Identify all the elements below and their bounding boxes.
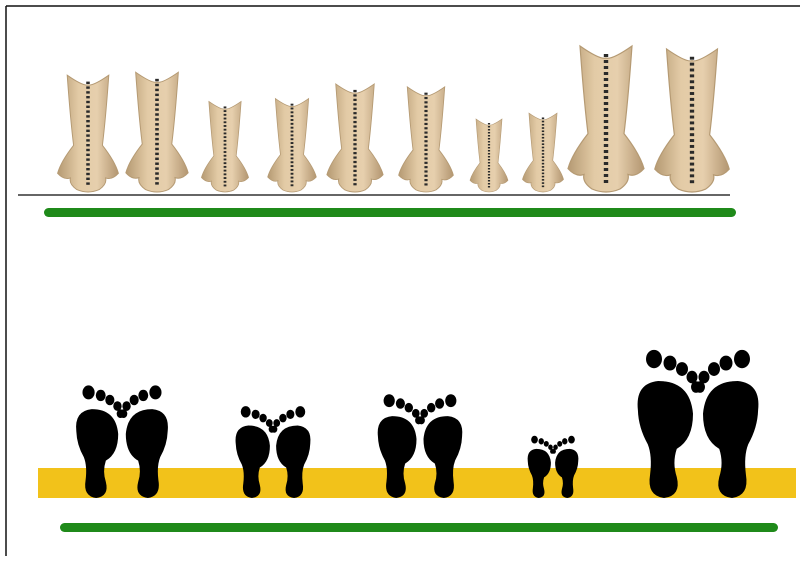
toe	[130, 395, 139, 405]
green-bar-top	[44, 208, 736, 217]
toe	[435, 398, 444, 408]
toe	[691, 381, 701, 393]
toe	[531, 436, 538, 444]
toe	[286, 410, 294, 419]
toe	[562, 438, 567, 444]
sacrum-bone-8	[522, 113, 563, 192]
toe	[699, 371, 710, 384]
green-bar-bottom	[60, 523, 778, 532]
toe	[553, 445, 558, 450]
toe	[445, 394, 456, 407]
toe	[105, 395, 114, 405]
sacrum-bone-6	[399, 87, 454, 192]
sacrum-bone-7	[470, 119, 508, 192]
toe	[539, 438, 544, 444]
toe	[96, 390, 106, 401]
toe	[420, 409, 428, 418]
toe	[259, 414, 266, 423]
toe	[122, 401, 130, 411]
toe	[405, 403, 413, 413]
toe	[396, 398, 405, 408]
toe	[557, 441, 562, 447]
toe	[544, 441, 549, 447]
sacrum-row	[58, 46, 730, 192]
toe	[384, 394, 395, 407]
toe	[117, 409, 125, 418]
toe	[149, 385, 161, 399]
sacrum-bone-9	[568, 46, 644, 192]
toe	[427, 403, 435, 413]
toe	[734, 350, 750, 368]
toe	[273, 419, 280, 427]
toe	[269, 426, 275, 433]
toe	[708, 362, 720, 376]
toe	[138, 390, 148, 401]
toe	[82, 385, 94, 399]
sacrum-bone-5	[327, 84, 383, 192]
toe	[241, 406, 251, 417]
toe	[295, 406, 305, 417]
sacrum-bone-2	[126, 72, 188, 192]
toe	[279, 414, 286, 423]
sacrum-bone-1	[58, 75, 119, 192]
sacrum-bone-10	[655, 49, 729, 192]
toe	[550, 449, 554, 454]
toe	[646, 350, 662, 368]
sacrum-bone-4	[268, 99, 317, 192]
toe	[252, 410, 260, 419]
sacrum-bone-3	[201, 101, 248, 192]
toe	[415, 416, 422, 424]
toe	[664, 356, 677, 371]
toe	[720, 356, 733, 371]
toe	[568, 436, 575, 444]
toe	[676, 362, 688, 376]
